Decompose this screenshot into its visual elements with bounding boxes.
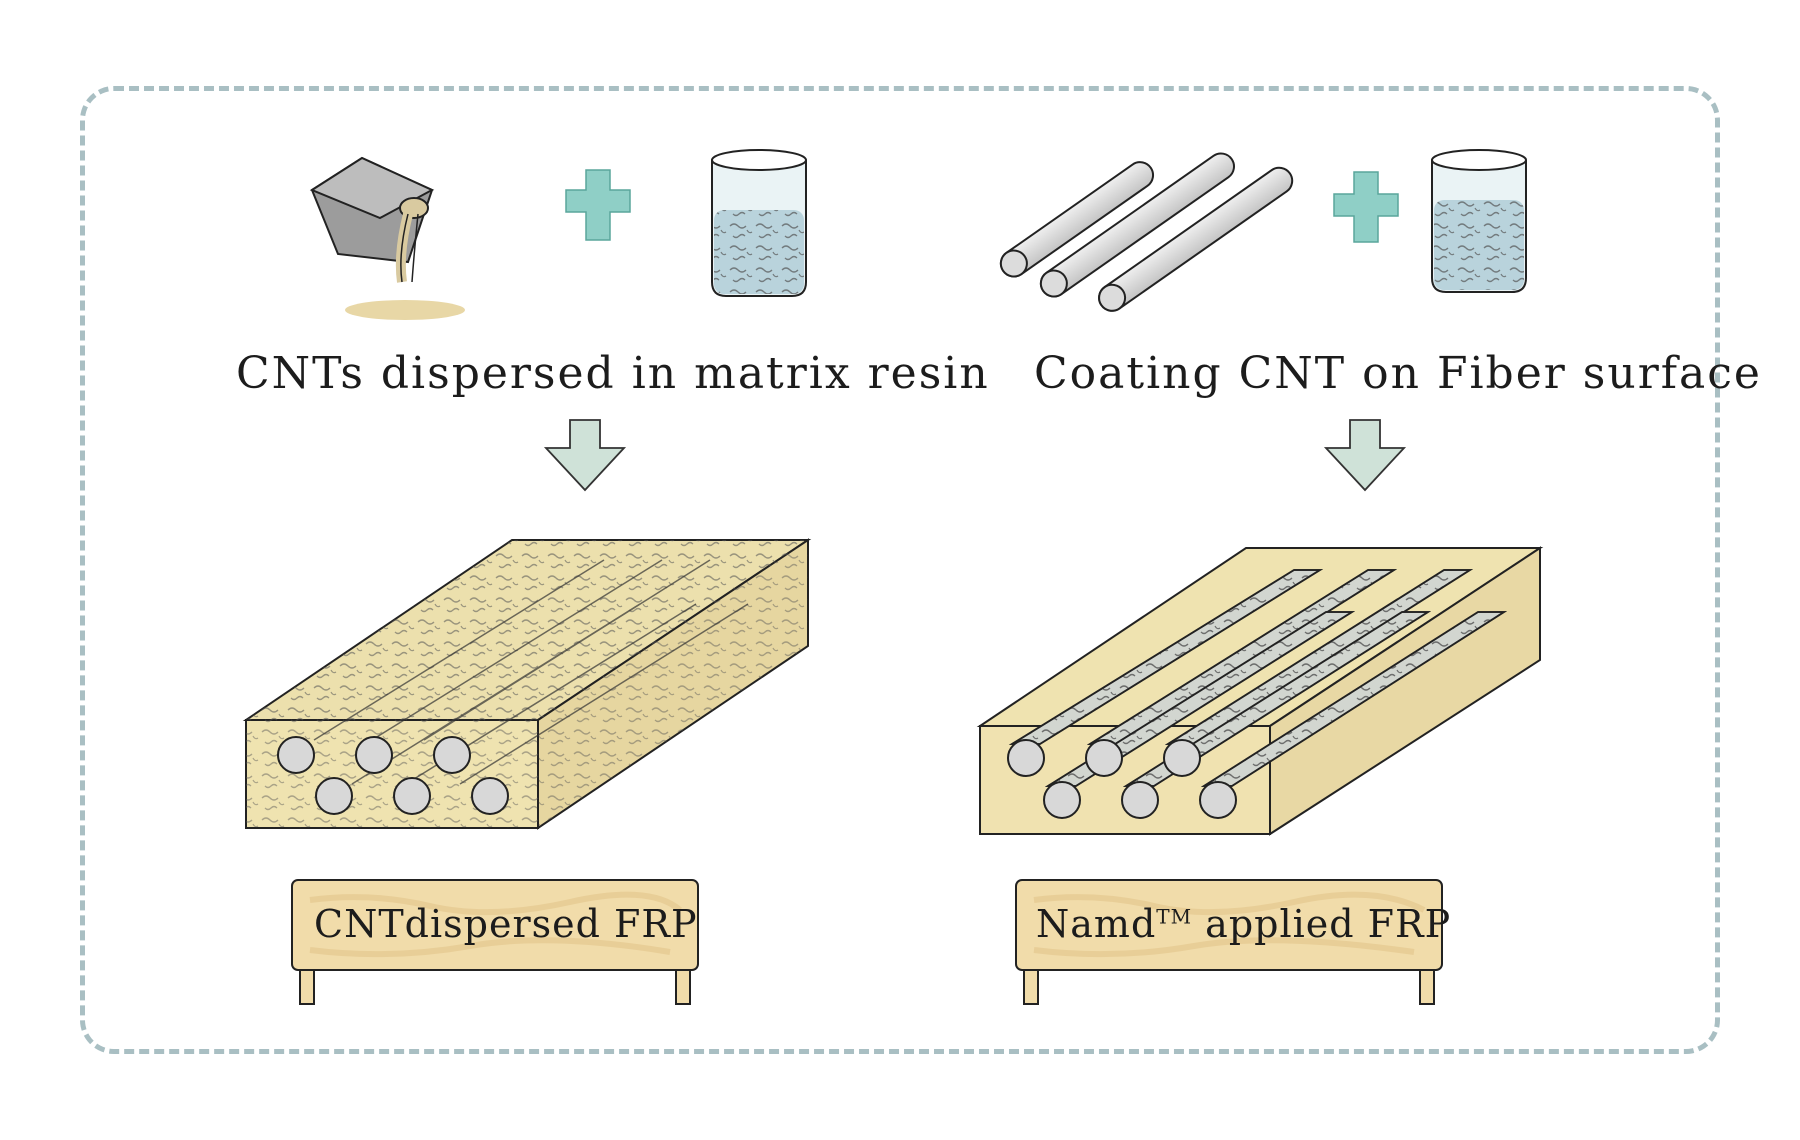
- down-arrow-icon: [1323, 419, 1407, 492]
- signboard-right: [1015, 879, 1443, 1005]
- sign-label-right: NamdTM applied FRP: [1036, 902, 1451, 946]
- diagram-frame: [80, 86, 1720, 1054]
- down-arrow-icon: [543, 419, 627, 492]
- cnt-dispersed-frp-block: [242, 538, 812, 830]
- sign-label-left: CNTdispersed FRP: [314, 902, 698, 946]
- fibers-icon: [999, 152, 1294, 312]
- right-caption: Coating CNT on Fiber surface: [1034, 348, 1762, 399]
- namd-applied-frp-block: [976, 546, 1544, 836]
- cnt-dispersion-beaker-icon: [711, 149, 807, 297]
- sign-label-suffix: applied FRP: [1192, 902, 1452, 946]
- trademark-mark: TM: [1156, 904, 1193, 929]
- resin-bucket-icon: [309, 156, 465, 320]
- sign-label-prefix: Namd: [1036, 902, 1157, 946]
- plus-icon: [565, 169, 631, 241]
- left-caption: CNTs dispersed in matrix resin: [236, 348, 990, 399]
- plus-icon: [1333, 171, 1399, 243]
- signboard-left: [291, 879, 699, 1005]
- cnt-dispersion-beaker-icon: [1431, 149, 1527, 293]
